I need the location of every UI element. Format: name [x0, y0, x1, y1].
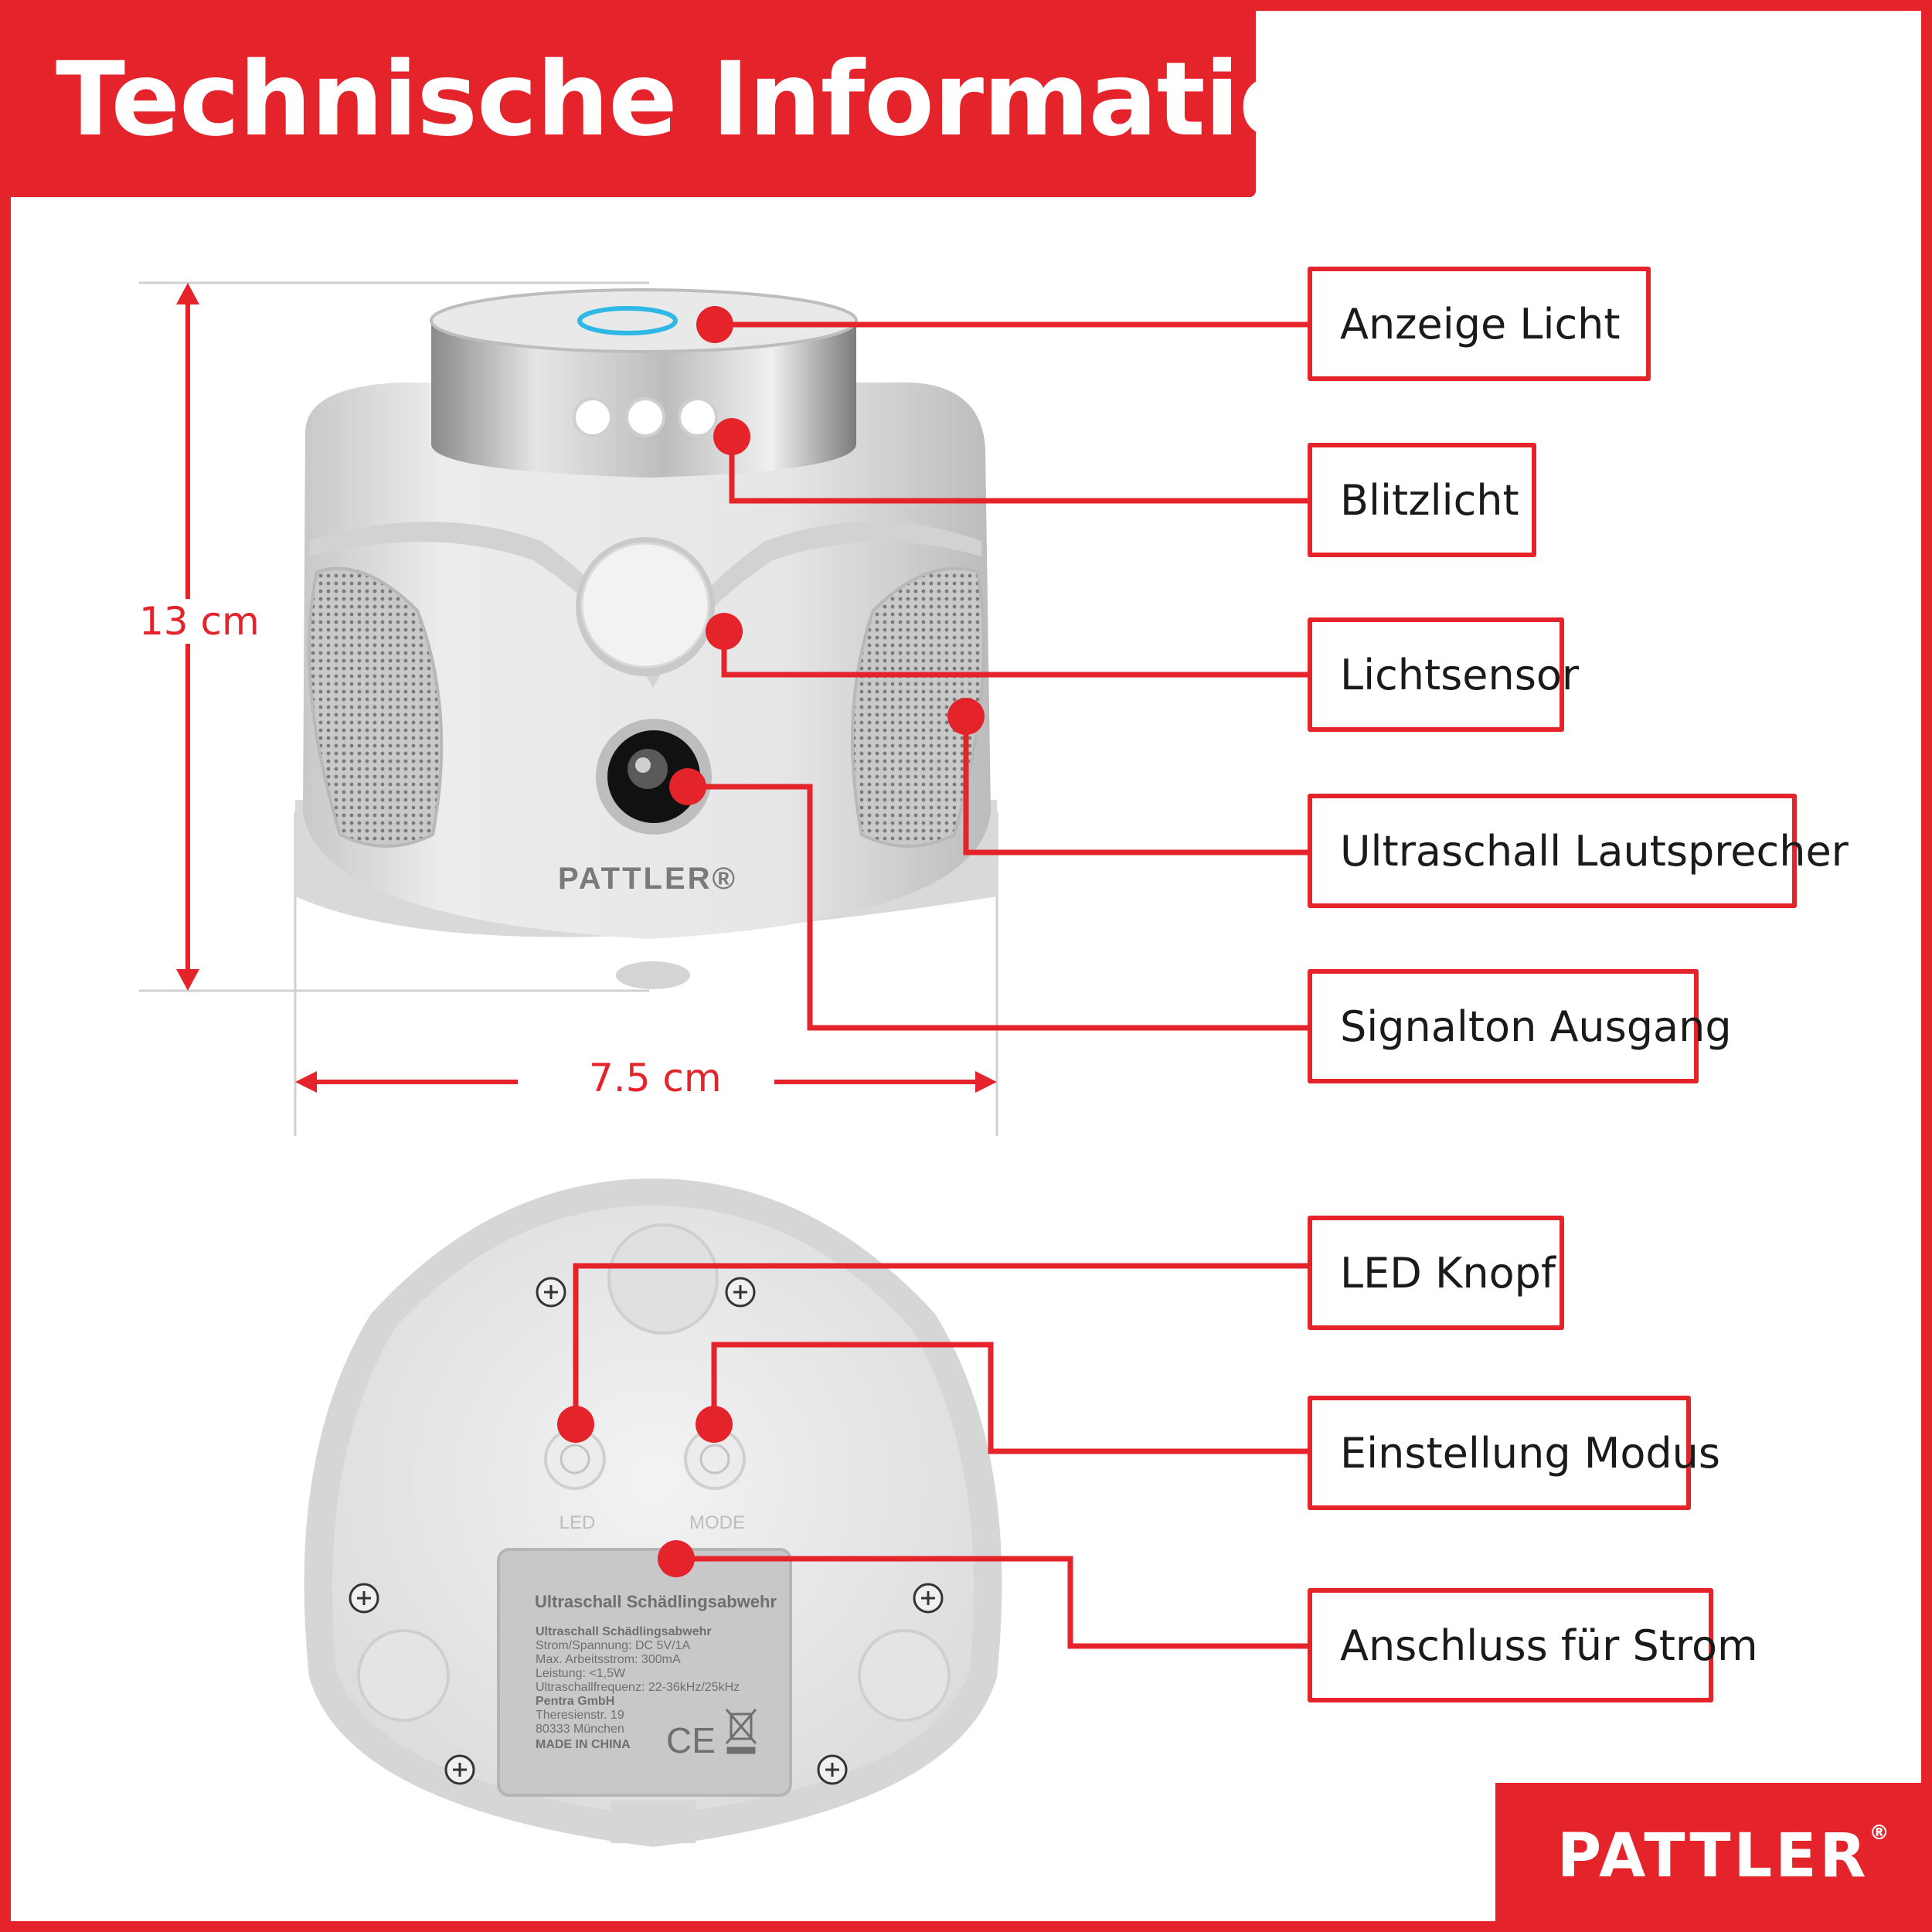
mode-button-label: MODE: [689, 1512, 745, 1533]
brand-badge: PATTLER®: [1495, 1783, 1932, 1932]
weee-bin-icon: [725, 1709, 757, 1754]
callout-signalton-ausgang: Signalton Ausgang: [1308, 969, 1732, 1083]
ce-mark: CE: [666, 1720, 716, 1760]
callout-anschluss-fuer-strom: Anschluss für Strom: [1308, 1588, 1758, 1702]
callout-blitzlicht: Blitzlicht: [1308, 443, 1536, 557]
led-button-label: LED: [560, 1512, 596, 1533]
device-brand-print: PATTLER®: [558, 862, 737, 896]
spec-line: Max. Arbeitsstrom: 300mA: [536, 1653, 681, 1666]
spec-line: 80333 München: [536, 1723, 624, 1736]
height-label: 13 cm: [139, 599, 260, 644]
spec-line: Theresienstr. 19: [536, 1709, 624, 1722]
width-label: 7.5 cm: [589, 1056, 722, 1100]
title-banner: Technische Informationen: [0, 0, 1521, 197]
spec-label: Ultraschall Schädlingsabwehr Ultraschall…: [535, 1592, 777, 1760]
spec-line: Ultraschall Schädlingsabwehr: [536, 1625, 712, 1638]
callout-anzeige-licht: Anzeige Licht: [1308, 267, 1651, 381]
spec-line: MADE IN CHINA: [536, 1738, 631, 1751]
brand-logo: PATTLER®: [1557, 1821, 1889, 1891]
callout-dots: [557, 306, 985, 1577]
page-title: Technische Informationen: [56, 40, 1521, 159]
callout-einstellung-modus: Einstellung Modus: [1308, 1396, 1720, 1510]
callout-led-knopf: LED Knopf: [1308, 1216, 1564, 1330]
spec-line: Strom/Spannung: DC 5V/1A: [536, 1639, 690, 1652]
spec-line: Pentra GmbH: [536, 1695, 614, 1708]
spec-line: Leistung: <1,5W: [536, 1667, 626, 1680]
callout-lichtsensor: Lichtsensor: [1308, 617, 1579, 732]
spec-line: Ultraschallfrequenz: 22-36kHz/25kHz: [536, 1681, 740, 1694]
spec-label-title: Ultraschall Schädlingsabwehr: [535, 1592, 777, 1611]
device-front-view: [295, 288, 997, 989]
callout-ultraschall-lautsprecher: Ultraschall Lautsprecher: [1308, 794, 1849, 908]
device-bottom-view: [304, 1179, 1002, 1847]
